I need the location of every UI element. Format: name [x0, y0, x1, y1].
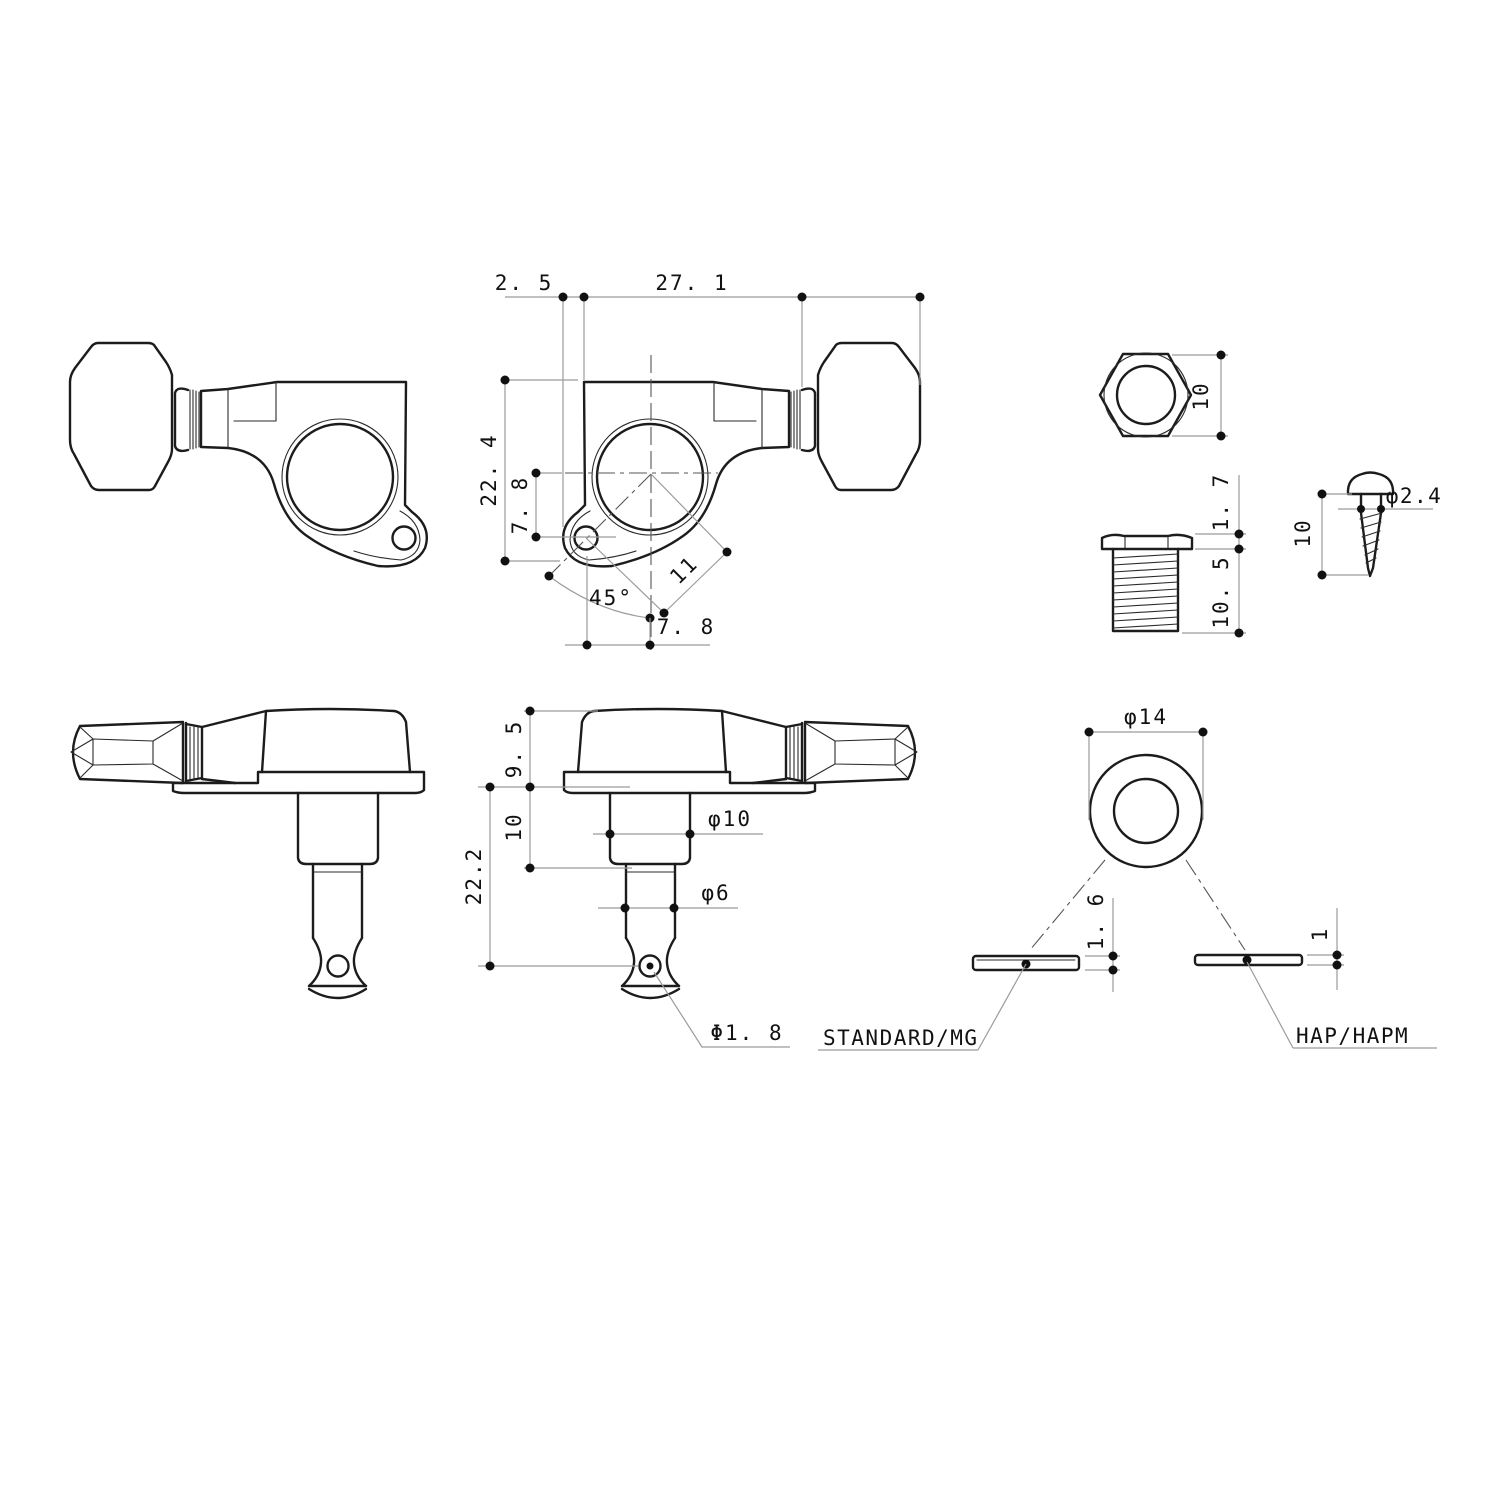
- standard-variant-label: STANDARD/MG: [823, 1026, 979, 1050]
- washer-hap-section: 1 HAP/HAPM: [1193, 908, 1437, 1049]
- dim-top-length: 27. 1: [655, 271, 728, 295]
- hex-nut-view: 10: [1098, 350, 1228, 441]
- dim-hole-offset: 7. 8: [657, 615, 716, 639]
- dim-cap-height: 9. 5: [502, 720, 526, 779]
- dim-hole-drop: 7. 8: [508, 476, 532, 535]
- top-view-dimensioned: 2. 5 27. 1 22. 4 7. 8 45° 11 7. 8: [477, 271, 925, 650]
- dim-bushing-depth: 10: [502, 812, 526, 841]
- dim-screw-length: 10: [1291, 518, 1315, 547]
- dim-bushing-head: 1. 7: [1209, 473, 1233, 532]
- hap-variant-label: HAP/HAPM: [1296, 1024, 1409, 1048]
- washer-standard-section: 1. 6 STANDARD/MG: [818, 892, 1120, 1051]
- dim-washer-diameter: φ14: [1124, 705, 1168, 729]
- dim-hap-thickness: 1: [1308, 927, 1332, 942]
- string-hole-center-dot: [646, 962, 654, 970]
- diagonal-centerline: [548, 473, 652, 577]
- dim-string-hole-diameter: Φ1. 8: [710, 1021, 783, 1045]
- dim-angle: 45°: [589, 586, 633, 610]
- bushing-view: 1. 7 10. 5: [1100, 473, 1246, 638]
- dim-post-length: 22.2: [462, 847, 486, 906]
- dim-shaft-diameter: φ6: [701, 881, 730, 905]
- dim-screw-diameter: φ2.4: [1386, 484, 1443, 508]
- screw-view: 10 φ2.4: [1291, 471, 1443, 580]
- dim-bushing-thread: 10. 5: [1209, 555, 1233, 628]
- dim-nut-across-flats: 10: [1189, 381, 1213, 410]
- side-view-dimensions: 9. 5 10 22.2 φ10 φ6 Φ1. 8: [462, 706, 790, 1048]
- dim-top-offset: 2. 5: [495, 271, 554, 295]
- dim-body-height: 22. 4: [477, 433, 501, 506]
- dim-standard-thickness: 1. 6: [1084, 892, 1108, 951]
- dim-post-diameter: φ10: [708, 807, 752, 831]
- washer-top-view: φ14: [1029, 705, 1246, 951]
